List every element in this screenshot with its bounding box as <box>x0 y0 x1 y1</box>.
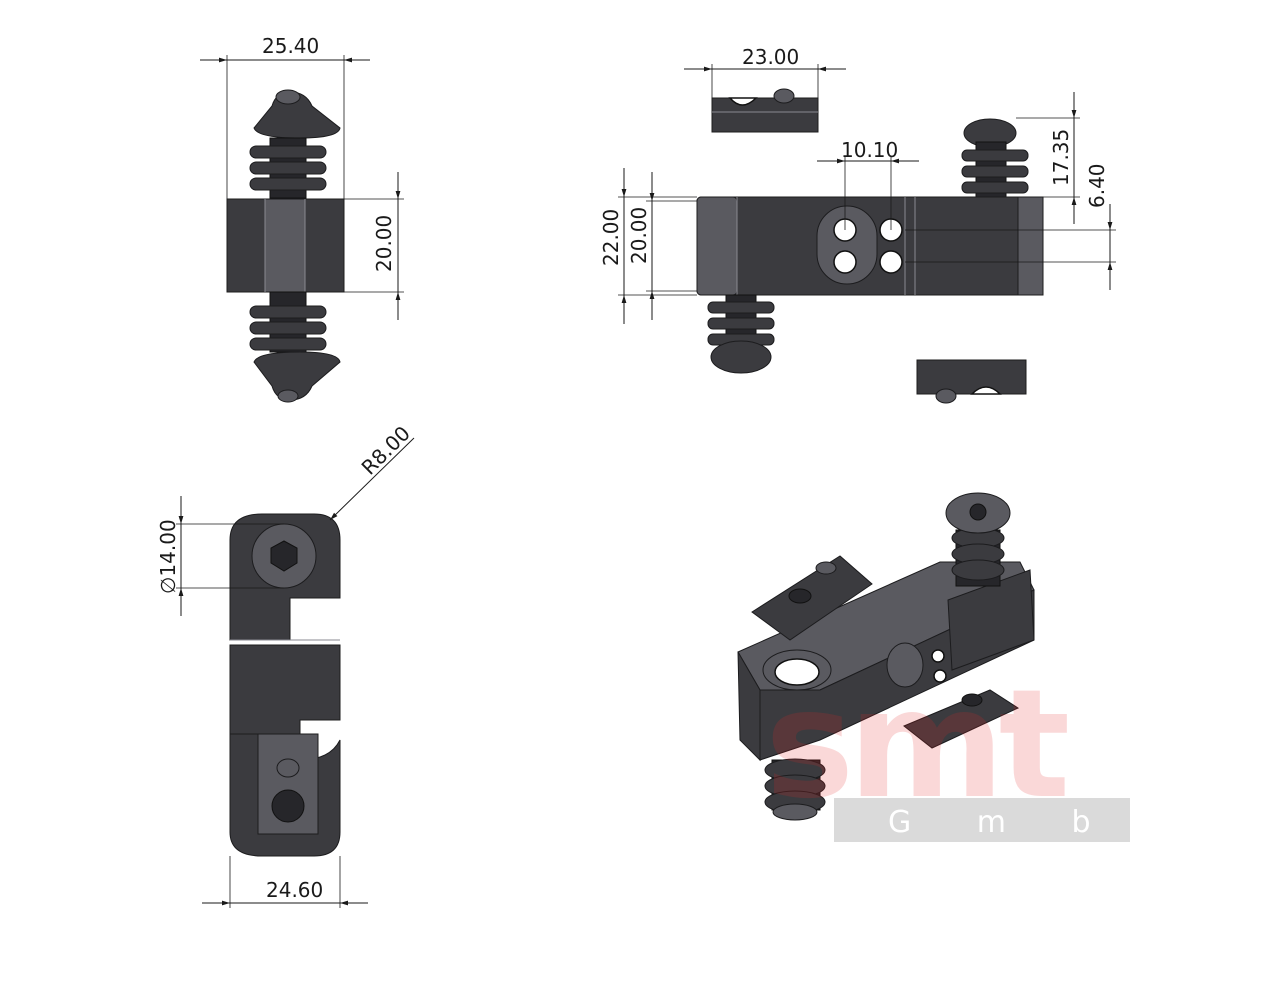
logo-brand: smt <box>765 658 1068 832</box>
company-logo: smt G m b H <box>765 658 1207 842</box>
top-dim-hole-spacing: 10.10 <box>841 138 898 162</box>
top-dim-height-outer: 22.00 <box>599 209 623 266</box>
top-dim-offset: 6.40 <box>1085 163 1109 208</box>
side-view: ∅14.00 R8.00 24.60 <box>156 421 415 908</box>
side-dim-radius: R8.00 <box>357 421 415 479</box>
top-view: 23.00 10.10 <box>599 45 1116 404</box>
front-view: 25.40 20.00 <box>200 34 404 403</box>
top-dim-screw-height: 17.35 <box>1049 129 1073 186</box>
side-dim-diameter: ∅14.00 <box>156 519 180 594</box>
top-dim-slot-width: 23.00 <box>742 45 799 69</box>
side-dim-width: 24.60 <box>266 878 323 902</box>
front-dim-height: 20.00 <box>372 215 396 272</box>
top-dim-height-inner: 20.00 <box>627 207 651 264</box>
front-dim-width: 25.40 <box>262 34 319 58</box>
logo-suffix: G m b H <box>888 805 1207 840</box>
isometric-view <box>737 492 1035 821</box>
